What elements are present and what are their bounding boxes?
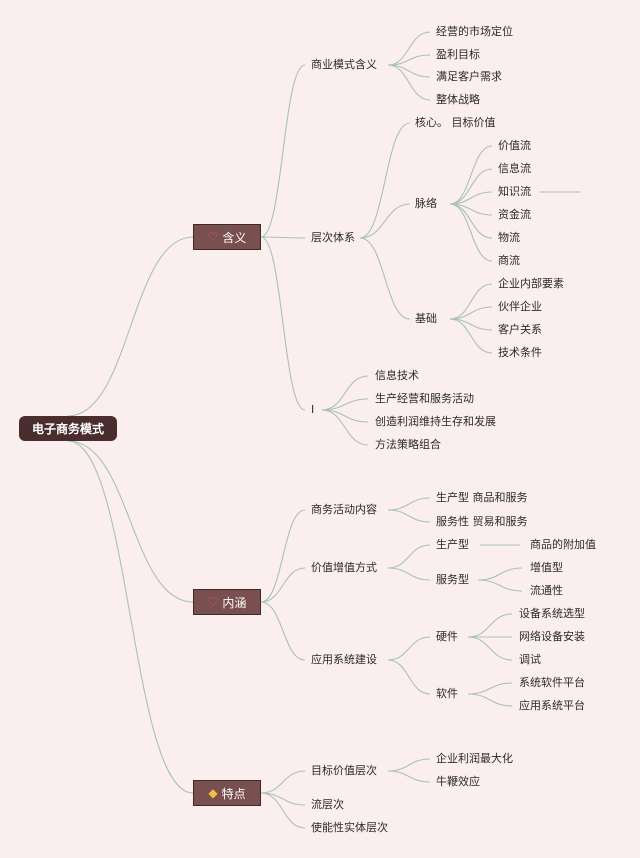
connector xyxy=(387,544,431,569)
leaf-node[interactable]: 商品的附加值 xyxy=(530,538,596,551)
leaf-node[interactable]: 服务性 贸易和服务 xyxy=(436,515,528,528)
leaf-node[interactable]: 生产经营和服务活动 xyxy=(375,392,474,405)
leaf-node[interactable]: 经营的市场定位 xyxy=(436,25,513,38)
node-shineng[interactable]: 使能性实体层次 xyxy=(311,821,388,834)
node-cengci-tixi[interactable]: 层次体系 xyxy=(311,231,355,244)
connector xyxy=(359,203,411,239)
connector xyxy=(321,409,369,446)
main-node-hanyi[interactable]: ♡ 含义 xyxy=(193,224,261,250)
leaf-node[interactable]: 信息流 xyxy=(498,162,531,175)
node-jichu[interactable]: 基础 xyxy=(415,312,437,325)
connector xyxy=(260,601,306,661)
connector xyxy=(260,509,306,603)
connector xyxy=(359,237,411,320)
connector xyxy=(387,770,431,783)
leaf-node[interactable]: 设备系统选型 xyxy=(519,607,585,620)
connector xyxy=(477,567,523,581)
connector xyxy=(387,567,431,581)
connector xyxy=(477,579,523,592)
connector xyxy=(467,682,513,695)
leaf-node[interactable]: 满足客户需求 xyxy=(436,70,502,83)
connector xyxy=(260,64,306,238)
leaf-node[interactable]: 价值流 xyxy=(498,139,531,152)
node-i[interactable]: I xyxy=(311,403,315,416)
leaf-node[interactable]: 伙伴企业 xyxy=(498,300,542,313)
connector xyxy=(321,375,369,411)
node-shengchan[interactable]: 生产型 xyxy=(436,538,469,551)
heart-icon: ♡ xyxy=(207,230,219,244)
connector xyxy=(387,64,431,101)
connector xyxy=(260,770,306,794)
heart-icon: ♡ xyxy=(207,595,219,609)
leaf-node[interactable]: 知识流 xyxy=(498,185,531,198)
leaf-node[interactable]: 方法策略组合 xyxy=(375,438,441,451)
connector xyxy=(387,31,431,66)
node-core[interactable]: 核心。 目标价值 xyxy=(415,116,496,129)
node-yingjian[interactable]: 硬件 xyxy=(436,630,458,643)
connector xyxy=(260,792,306,829)
leaf-node[interactable]: 整体战略 xyxy=(436,93,480,106)
connector xyxy=(449,203,493,262)
leaf-node[interactable]: 调试 xyxy=(519,653,541,666)
leaf-node[interactable]: 资金流 xyxy=(498,208,531,221)
main-node-neihan[interactable]: ♡ 内涵 xyxy=(193,589,261,615)
connector xyxy=(387,758,431,772)
node-mailuo[interactable]: 脉络 xyxy=(415,197,437,210)
leaf-node[interactable]: 企业利润最大化 xyxy=(436,752,513,765)
leaf-node[interactable]: 创造利润维持生存和发展 xyxy=(375,415,496,428)
connector xyxy=(449,145,493,205)
leaf-node[interactable]: 企业内部要素 xyxy=(498,277,564,290)
connector xyxy=(359,122,411,239)
main-node-label: 含义 xyxy=(222,230,247,245)
connector xyxy=(449,168,493,205)
connector xyxy=(260,567,306,603)
node-yingyong[interactable]: 应用系统建设 xyxy=(311,653,377,666)
connector xyxy=(467,693,513,707)
leaf-node[interactable]: 商流 xyxy=(498,254,520,267)
leaf-node[interactable]: 盈利目标 xyxy=(436,48,480,61)
main-node-label: 内涵 xyxy=(222,595,247,610)
node-ruanjian[interactable]: 软件 xyxy=(436,687,458,700)
diamond-icon: ◆ xyxy=(208,786,218,800)
connector xyxy=(67,236,194,417)
connector xyxy=(67,440,194,794)
connector xyxy=(67,440,194,603)
connector xyxy=(260,236,306,239)
leaf-node[interactable]: 增值型 xyxy=(530,561,563,574)
leaf-node[interactable]: 信息技术 xyxy=(375,369,419,382)
leaf-node[interactable]: 应用系统平台 xyxy=(519,699,585,712)
connector xyxy=(467,613,513,638)
node-liu-cengci[interactable]: 流层次 xyxy=(311,798,344,811)
leaf-node[interactable]: 网络设备安装 xyxy=(519,630,585,643)
leaf-node[interactable]: 物流 xyxy=(498,231,520,244)
leaf-node[interactable]: 系统软件平台 xyxy=(519,676,585,689)
node-shangwu-huodong[interactable]: 商务活动内容 xyxy=(311,503,377,516)
node-shangye-moshi[interactable]: 商业模式含义 xyxy=(311,58,377,71)
node-jiazhi-zengzhi[interactable]: 价值增值方式 xyxy=(311,561,377,574)
connector xyxy=(387,497,431,511)
leaf-node[interactable]: 生产型 商品和服务 xyxy=(436,491,528,504)
leaf-node[interactable]: 客户关系 xyxy=(498,323,542,336)
connector xyxy=(387,659,431,695)
leaf-node[interactable]: 流通性 xyxy=(530,584,563,597)
connector xyxy=(449,283,493,320)
connector xyxy=(260,236,306,411)
connector xyxy=(387,509,431,523)
leaf-node[interactable]: 牛鞭效应 xyxy=(436,775,480,788)
main-node-tedian[interactable]: ◆ 特点 xyxy=(193,780,261,806)
root-node[interactable]: 电子商务模式 xyxy=(19,416,117,441)
leaf-node[interactable]: 技术条件 xyxy=(498,346,542,359)
connector xyxy=(467,636,513,661)
connector xyxy=(387,636,431,661)
node-mubiao-jiazhi[interactable]: 目标价值层次 xyxy=(311,764,377,777)
main-node-label: 特点 xyxy=(221,786,246,801)
connector xyxy=(449,318,493,354)
node-fuwu[interactable]: 服务型 xyxy=(436,573,469,586)
